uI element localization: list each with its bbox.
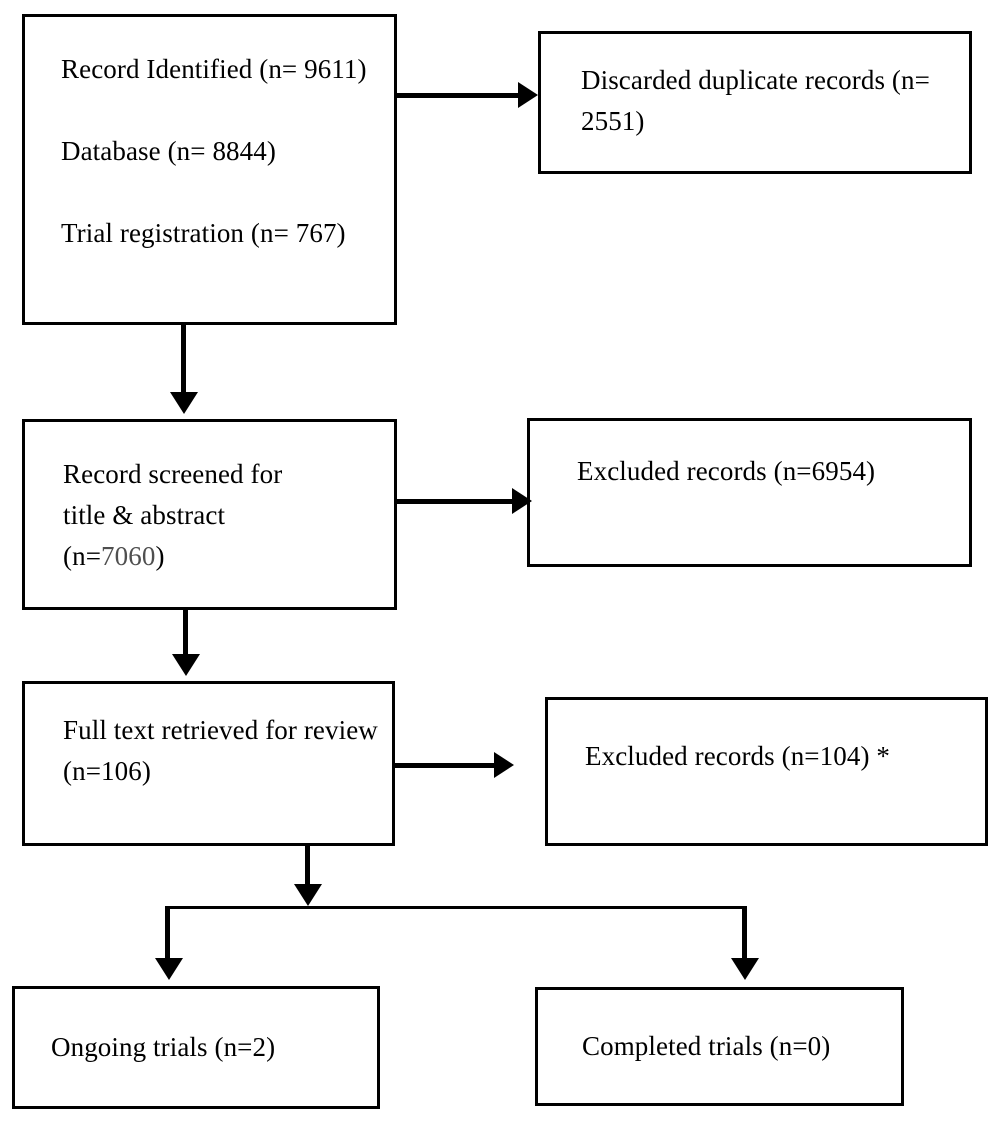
node-records-identified-label: Record Identified (n= 9611) Database (n=…	[61, 54, 367, 249]
node-completed-trials: Completed trials (n=0)	[535, 987, 904, 1106]
node-ongoing-trials: Ongoing trials (n=2)	[12, 986, 380, 1109]
arrow-right-icon-excluded-fulltext	[494, 752, 514, 778]
node-excluded-records-fulltext-label: Excluded records (n=104) *	[585, 741, 890, 771]
node-ongoing-trials-label: Ongoing trials (n=2)	[51, 1031, 276, 1062]
node-records-identified: Record Identified (n= 9611) Database (n=…	[22, 14, 397, 325]
node-discarded-duplicates: Discarded duplicate records (n= 2551)	[538, 31, 972, 174]
connector-identified-to-screened	[181, 322, 186, 397]
node-full-text-retrieved: Full text retrieved for review (n=106)	[22, 681, 395, 846]
arrow-down-icon-completed	[731, 958, 759, 980]
node-excluded-records-fulltext: Excluded records (n=104) *	[545, 697, 988, 846]
node-records-screened-label: Record screened for title & abstract (n=…	[63, 454, 282, 577]
node-excluded-records-screening-label: Excluded records (n=6954)	[577, 456, 876, 486]
connector-identified-to-duplicates	[397, 93, 521, 98]
connector-fulltext-to-excluded	[395, 763, 497, 768]
arrow-down-icon-ongoing	[155, 958, 183, 980]
connector-fulltext-to-split	[305, 846, 310, 888]
arrow-down-icon-screened	[170, 392, 198, 414]
node-discarded-duplicates-label: Discarded duplicate records (n= 2551)	[581, 65, 930, 137]
node-records-screened: Record screened for title & abstract (n=…	[22, 419, 397, 610]
connector-split-to-ongoing	[165, 906, 170, 962]
arrow-down-icon-split	[294, 884, 322, 906]
connector-screened-to-fulltext	[183, 608, 188, 658]
node-records-screened-count: 7060	[101, 541, 156, 572]
node-records-screened-label-prefix: Record screened for title & abstract (n=	[63, 459, 283, 572]
node-records-screened-label-suffix: )	[155, 541, 165, 572]
node-excluded-records-screening: Excluded records (n=6954)	[527, 418, 972, 567]
connector-screened-to-excluded	[397, 499, 515, 504]
arrow-right-icon-excluded-screening	[512, 488, 532, 514]
node-full-text-retrieved-label: Full text retrieved for review (n=106)	[63, 715, 378, 787]
node-completed-trials-label: Completed trials (n=0)	[582, 1030, 831, 1061]
connector-split-bar	[165, 906, 747, 909]
arrow-right-icon-duplicates	[518, 82, 538, 108]
arrow-down-icon-fulltext	[172, 654, 200, 676]
connector-split-to-completed	[742, 906, 747, 962]
